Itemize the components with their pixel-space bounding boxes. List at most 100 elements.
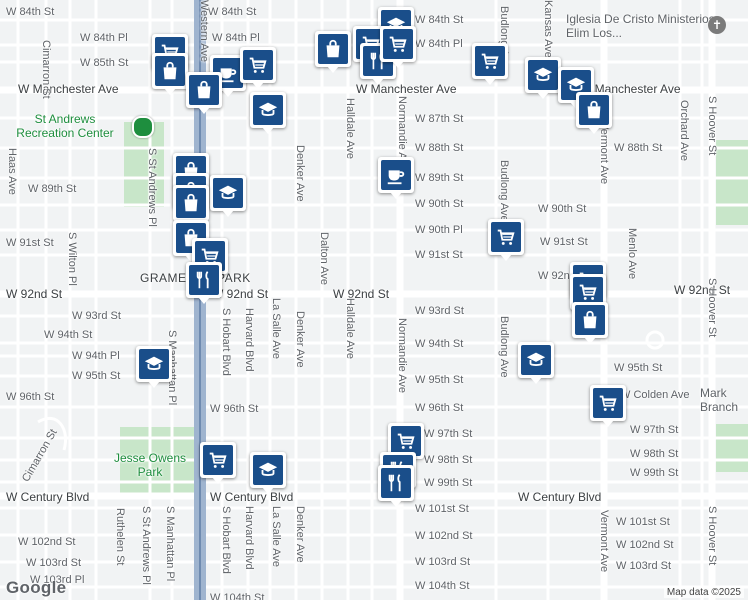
street-label: W 104th St — [415, 580, 470, 592]
shopping-bag-icon-pin[interactable] — [152, 53, 188, 95]
shopping-bag-icon-pin[interactable] — [315, 31, 351, 73]
park-area-east — [716, 140, 748, 225]
street-label: W 95th St — [72, 370, 121, 382]
street-label: W 90th St — [415, 198, 464, 210]
shopping-cart-icon-pin[interactable] — [200, 442, 236, 484]
shopping-cart-icon — [243, 50, 273, 80]
street-label: W 94th Pl — [72, 350, 120, 362]
shopping-bag-icon-pin[interactable] — [576, 92, 612, 134]
park-label-st-andrews[interactable]: St Andrews Recreation Center — [16, 112, 114, 140]
restaurant-icon — [189, 265, 219, 295]
shopping-bag-icon — [189, 75, 219, 105]
school-cap-icon — [253, 455, 283, 485]
street-label-vertical: Budlong Ave — [498, 160, 510, 222]
street-label: W 103rd St — [26, 557, 82, 569]
street-label: W 96th St — [415, 402, 464, 414]
street-label: W 85th St — [80, 57, 129, 69]
school-cap-icon-pin[interactable] — [525, 57, 561, 99]
street-label: W 91st St — [540, 236, 588, 248]
poi-label-iglesia[interactable]: Iglesia De Cristo Ministerios Elim Los..… — [566, 12, 715, 40]
street-label: W 98th St — [424, 454, 473, 466]
street-label-vertical: Halldale Ave — [344, 298, 356, 359]
street-label: W 94th St — [44, 329, 93, 341]
shopping-bag-icon-pin[interactable] — [173, 185, 209, 227]
shopping-cart-icon-pin[interactable] — [488, 219, 524, 261]
school-cap-icon-pin[interactable] — [518, 342, 554, 384]
restaurant-icon-pin[interactable] — [360, 43, 396, 85]
street-label: W 90th St — [538, 203, 587, 215]
street-label: W 90th Pl — [415, 224, 463, 236]
street-label: W 98th St — [630, 448, 679, 460]
street-label-vertical: Menlo Ave — [626, 228, 638, 280]
shopping-bag-icon-pin[interactable] — [186, 72, 222, 114]
restaurant-icon-pin[interactable] — [378, 465, 414, 507]
park-label-jesse-owens[interactable]: Jesse Owens Park — [113, 451, 187, 479]
google-logo: Google — [6, 578, 67, 597]
church-icon[interactable]: ✝ — [708, 16, 726, 34]
shopping-cart-icon-pin[interactable] — [240, 47, 276, 89]
street-label: W 103rd Pl — [30, 574, 85, 586]
school-cap-icon-pin[interactable] — [136, 346, 172, 388]
shopping-bag-icon — [318, 34, 348, 64]
street-label: W 84th St — [415, 14, 464, 26]
street-label: W 84th Pl — [415, 38, 463, 50]
shopping-bag-icon — [155, 56, 185, 86]
street-label: W 103rd St — [415, 556, 471, 568]
street-label-major: W Century Blvd — [6, 490, 90, 504]
school-cap-icon-pin[interactable] — [250, 452, 286, 494]
street-label-major: W 92nd St — [6, 287, 63, 301]
street-label: W 93rd St — [72, 310, 121, 322]
map-attribution[interactable]: Map data ©2025 — [663, 587, 744, 598]
street-label-vertical: Denker Ave — [294, 145, 306, 202]
street-label: W 91st St — [415, 249, 463, 261]
poi-label-branch[interactable]: Mark Branch — [700, 386, 739, 414]
restaurant-icon-pin[interactable] — [186, 262, 222, 304]
park-marker-icon[interactable] — [132, 116, 154, 138]
street-label: W 103rd St — [616, 560, 672, 572]
street-label: W Colden Ave — [620, 389, 690, 401]
street-label-vertical: Vermont Ave — [598, 510, 610, 573]
shopping-cart-icon — [383, 29, 413, 59]
school-cap-icon — [521, 345, 551, 375]
street-label-vertical: S Hobart Blvd — [220, 308, 232, 376]
street-label-vertical: S Hoover St — [706, 278, 718, 338]
shopping-cart-icon-pin[interactable] — [380, 26, 416, 68]
street-label: W 99th St — [630, 467, 679, 479]
street-label-vertical: Cimarron St — [40, 40, 52, 99]
street-label: W 101st St — [415, 503, 469, 515]
shopping-cart-icon-pin[interactable] — [472, 43, 508, 85]
street-label: W 84th St — [6, 6, 55, 18]
street-label: W 95th St — [614, 362, 663, 374]
street-label-vertical: Harvard Blvd — [243, 308, 255, 372]
school-cap-icon-pin[interactable] — [210, 175, 246, 217]
school-cap-icon-pin[interactable] — [250, 92, 286, 134]
street-label-vertical: La Salle Ave — [270, 506, 282, 567]
street-label: W 104th St — [210, 592, 265, 600]
street-label-vertical: Western Ave — [198, 0, 210, 62]
cafe-cup-icon — [381, 160, 411, 190]
street-label: W 101st St — [616, 516, 670, 528]
street-label: W 84th St — [208, 6, 257, 18]
street-label-vertical: S Manhattan Pl — [164, 506, 176, 582]
shopping-bag-icon — [176, 188, 206, 218]
shopping-bag-icon-pin[interactable] — [572, 302, 608, 344]
street-label: W 95th St — [415, 374, 464, 386]
street-label: W 96th St — [210, 403, 259, 415]
street-label-vertical: Halldale Ave — [344, 98, 356, 159]
shopping-cart-icon — [491, 222, 521, 252]
street-label: W 93rd St — [415, 305, 464, 317]
street-label-major: W Manchester Ave — [356, 82, 457, 96]
street-label-vertical: S St Andrews Pl — [140, 506, 152, 585]
shopping-cart-icon-pin[interactable] — [590, 385, 626, 427]
cafe-cup-icon-pin[interactable] — [378, 157, 414, 199]
shopping-cart-icon — [593, 388, 623, 418]
park-area-east-2 — [716, 424, 748, 472]
shopping-bag-icon — [579, 95, 609, 125]
street-label: W 84th Pl — [80, 32, 128, 44]
street-label-vertical: Ruthelen St — [114, 508, 126, 566]
street-label-major: W 92nd St — [674, 283, 731, 297]
shopping-bag-icon — [575, 305, 605, 335]
restaurant-icon — [381, 468, 411, 498]
